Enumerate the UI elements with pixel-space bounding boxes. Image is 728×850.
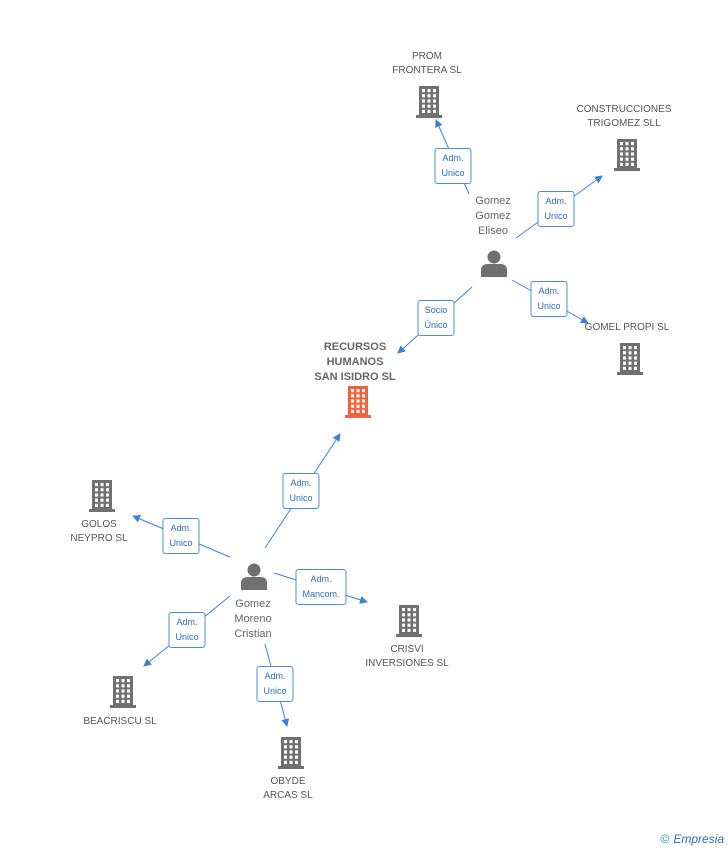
building-icon-recursos[interactable] — [345, 386, 371, 418]
node-label-gomel[interactable]: GOMEL PROPI SL — [584, 322, 670, 333]
building-icon-crisvi[interactable] — [396, 605, 422, 637]
node-label-obyde[interactable]: OBYDE ARCAS SL — [263, 776, 313, 801]
copyright-symbol: © — [660, 832, 670, 846]
edge-label-cristian-beacriscu[interactable]: Adm. Unico — [168, 612, 206, 648]
building-icon-beacriscu[interactable] — [110, 676, 136, 708]
node-label-eliseo[interactable]: Gomez Gomez Eliseo — [475, 195, 511, 237]
edge-label-eliseo-construcciones[interactable]: Adm. Unico — [537, 191, 575, 227]
node-label-prom[interactable]: PROM FRONTERA SL — [392, 51, 462, 76]
node-label-construcciones[interactable]: CONSTRUCCIONES TRIGOMEZ SLL — [576, 104, 672, 129]
node-label-golos[interactable]: GOLOS NEYPRO SL — [70, 519, 128, 544]
node-label-cristian[interactable]: Gomez Moreno Cristian — [234, 598, 272, 640]
edge-label-eliseo-prom[interactable]: Adm. Unico — [434, 148, 472, 184]
person-icon-eliseo[interactable] — [481, 250, 507, 278]
node-label-beacriscu[interactable]: BEACRISCU SL — [83, 716, 157, 727]
icons-layer — [89, 86, 643, 769]
building-icon-construcciones[interactable] — [614, 139, 640, 171]
footer-brand[interactable]: ©Empresia — [660, 832, 724, 846]
edge-label-cristian-recursos[interactable]: Adm. Unico — [282, 473, 320, 509]
edge-label-cristian-crisvi[interactable]: Adm. Mancom. — [295, 569, 347, 605]
edge-label-cristian-golos[interactable]: Adm. Unico — [162, 518, 200, 554]
edge-label-eliseo-gomel[interactable]: Adm. Unico — [530, 281, 568, 317]
edge-label-cristian-obyde[interactable]: Adm. Unico — [256, 666, 294, 702]
building-icon-gomel[interactable] — [617, 343, 643, 375]
building-icon-prom[interactable] — [416, 86, 442, 118]
node-label-recursos[interactable]: RECURSOS HUMANOS SAN ISIDRO SL — [314, 341, 396, 383]
node-label-crisvi[interactable]: CRISVI INVERSIONES SL — [365, 644, 449, 669]
building-icon-golos[interactable] — [89, 480, 115, 512]
brand-name: Empresia — [673, 832, 724, 846]
edge-label-eliseo-recursos[interactable]: Socio Único — [417, 300, 455, 336]
person-icon-cristian[interactable] — [241, 563, 267, 591]
building-icon-obyde[interactable] — [278, 737, 304, 769]
